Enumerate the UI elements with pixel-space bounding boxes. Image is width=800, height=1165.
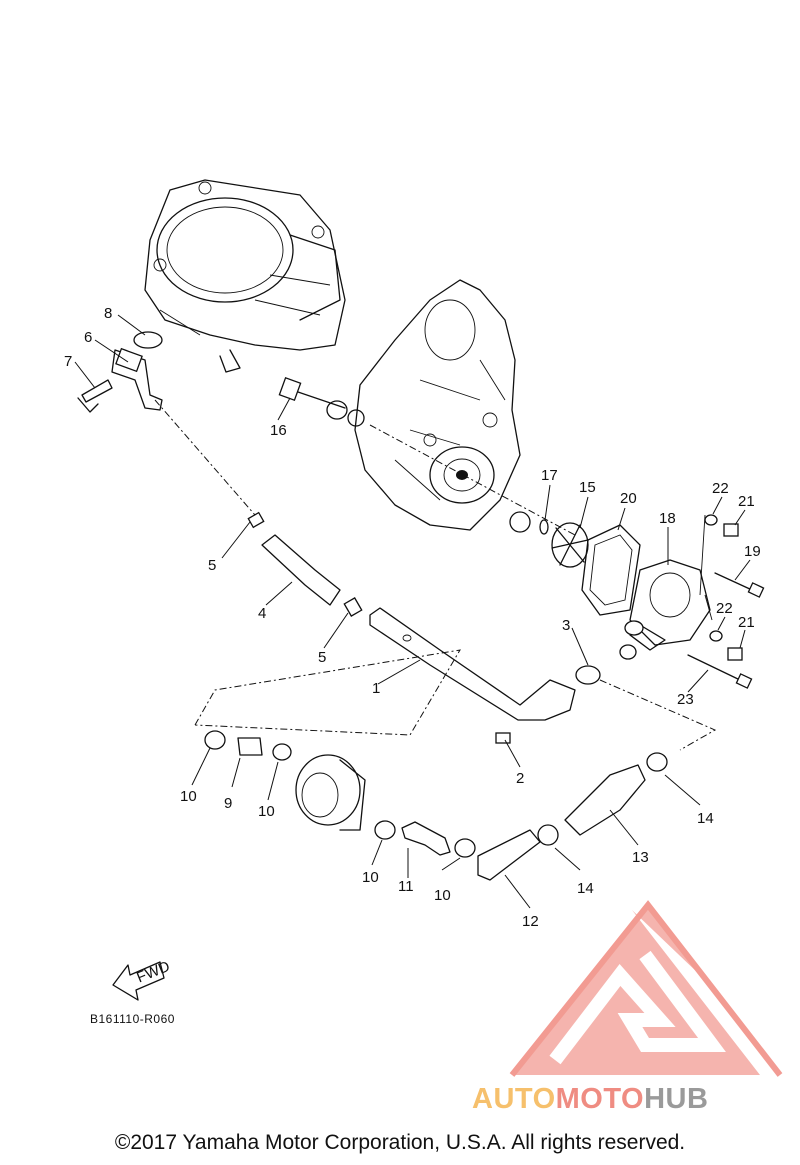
callout-4: 4 (258, 605, 266, 622)
thermostat-cover (295, 754, 366, 831)
thermostat-housing (77, 331, 163, 413)
callout-6: 6 (84, 329, 92, 346)
callout-1: 1 (372, 680, 380, 697)
callout-12: 12 (522, 913, 539, 930)
callout-labels: 1 2 3 4 5 5 6 7 8 9 10 10 10 10 11 12 13… (64, 305, 761, 930)
routing-lines (194, 649, 717, 751)
watermark-part-hub: HUB (644, 1083, 709, 1115)
callout-10d: 10 (434, 887, 451, 904)
impeller-icon (551, 522, 589, 568)
watermark-part-auto: AUTO (472, 1083, 556, 1115)
callout-16: 16 (270, 422, 287, 439)
callout-10a: 10 (180, 788, 197, 805)
crankcase-cover (354, 279, 521, 531)
callout-9: 9 (224, 795, 232, 812)
callout-11: 11 (398, 878, 414, 895)
water-pump-assembly (509, 511, 711, 660)
pipe-1 (369, 607, 601, 744)
fwd-arrow-icon: FWD (112, 958, 172, 1001)
callout-14b: 14 (577, 880, 594, 897)
callout-14a: 14 (697, 810, 714, 827)
pump-bolts (687, 514, 765, 689)
callout-23: 23 (677, 691, 694, 708)
impeller-shaft (278, 376, 576, 536)
callout-22a: 22 (712, 480, 729, 497)
callout-17: 17 (541, 467, 558, 484)
callout-22b: 22 (716, 600, 733, 617)
callout-7: 7 (64, 353, 72, 370)
hose-4 (154, 399, 363, 617)
lower-hoses (204, 730, 668, 881)
callout-10b: 10 (258, 803, 275, 820)
callout-21b: 21 (738, 614, 755, 631)
watermark-part-moto: MOTO (555, 1083, 645, 1115)
callout-5b: 5 (318, 649, 326, 666)
diagram-code: B161110-R060 (90, 1012, 175, 1026)
callout-10c: 10 (362, 869, 379, 886)
leader-lines (74, 314, 751, 909)
callout-21a: 21 (738, 493, 755, 510)
callout-15: 15 (579, 479, 596, 496)
callout-8: 8 (104, 305, 112, 322)
callout-5a: 5 (208, 557, 216, 574)
automotohub-watermark-text: AUTOMOTOHUB (472, 1083, 708, 1116)
automotohub-logo-mark (509, 900, 783, 1077)
cylinder-block (144, 179, 346, 373)
callout-2: 2 (516, 770, 524, 787)
callout-19: 19 (744, 543, 761, 560)
callout-13: 13 (632, 849, 649, 866)
callout-18: 18 (659, 510, 676, 527)
callout-3: 3 (562, 617, 570, 634)
callout-20: 20 (620, 490, 637, 507)
copyright-notice: ©2017 Yamaha Motor Corporation, U.S.A. A… (114, 1131, 686, 1154)
